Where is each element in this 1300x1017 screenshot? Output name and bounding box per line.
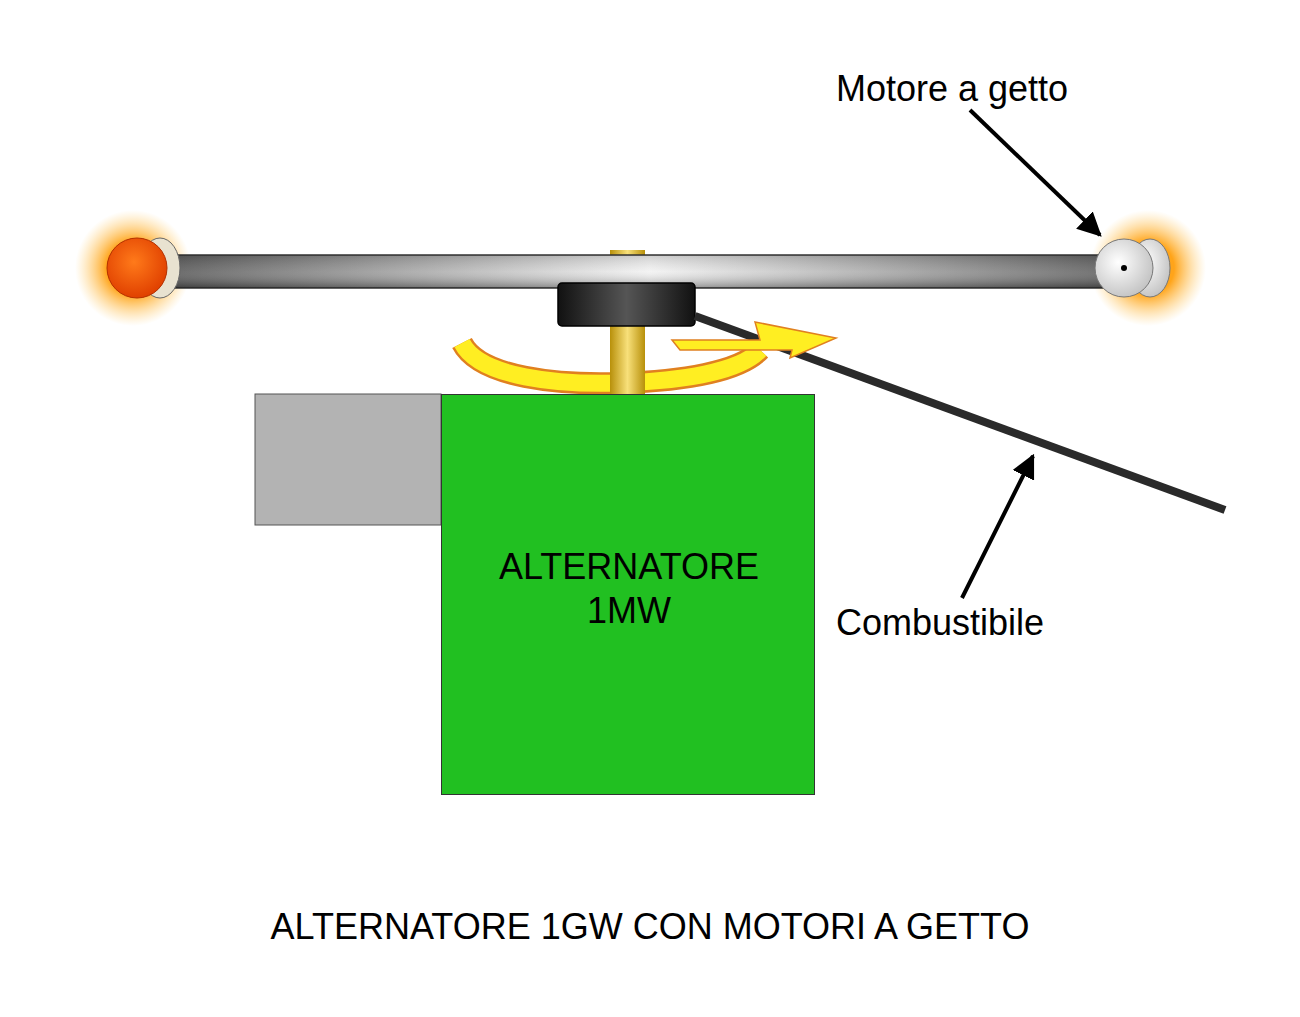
node-label: ALTERNATORE 1MW: [479, 545, 779, 633]
alternator-box: ALTERNATORE 1MW: [441, 394, 815, 795]
part-label: Combustibile: [836, 602, 1044, 644]
caption: ALTERNATORE 1GW CON MOTORI A GETTO: [0, 906, 1300, 948]
part-label: Motore a getto: [836, 68, 1068, 110]
